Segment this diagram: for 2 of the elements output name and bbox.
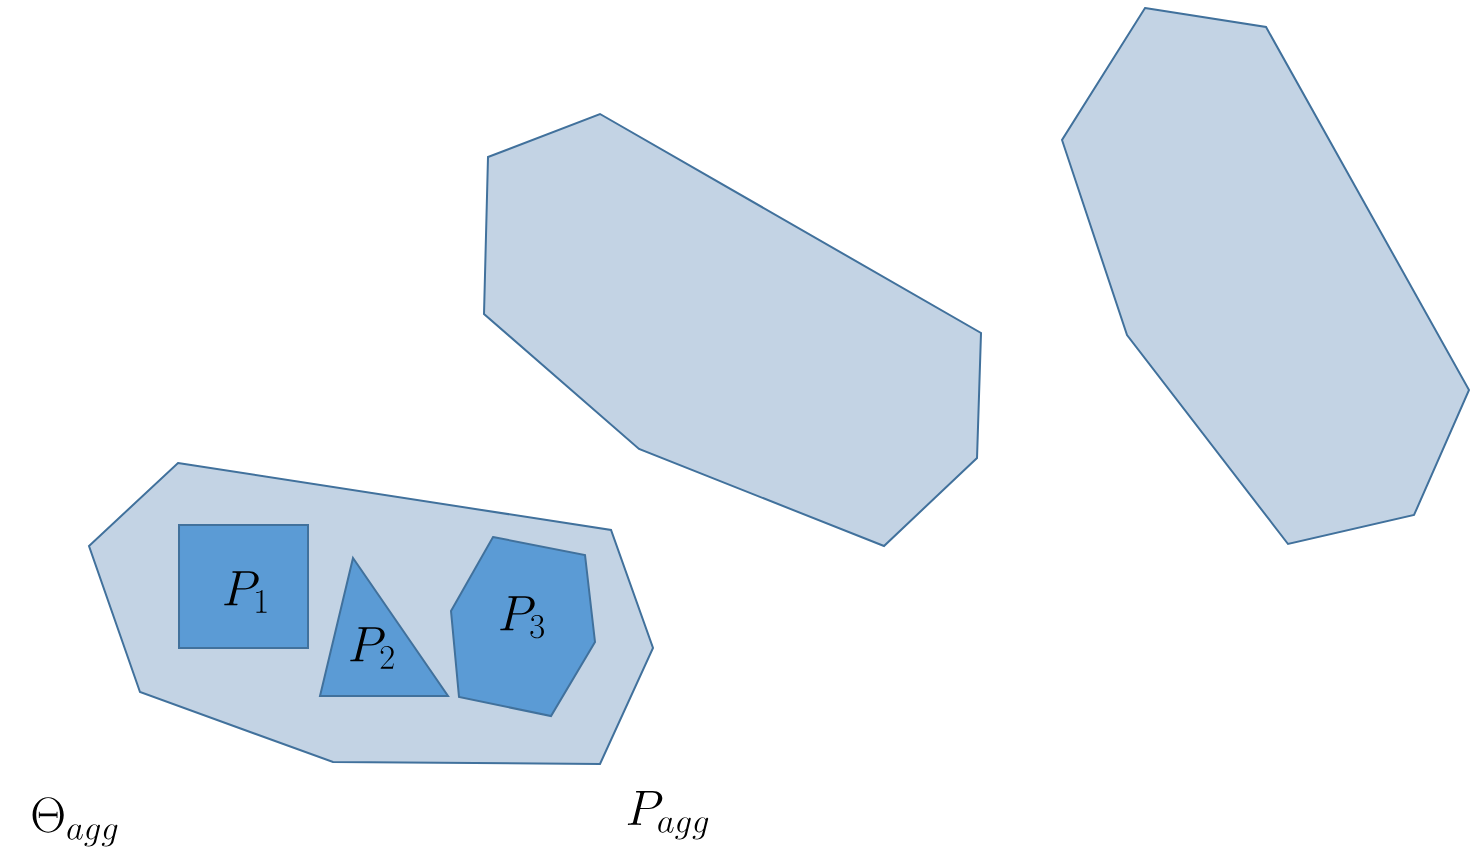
math-label: $\Theta_{agg}$ — [32, 797, 118, 847]
math-label: $P_{agg}$ — [627, 790, 709, 840]
